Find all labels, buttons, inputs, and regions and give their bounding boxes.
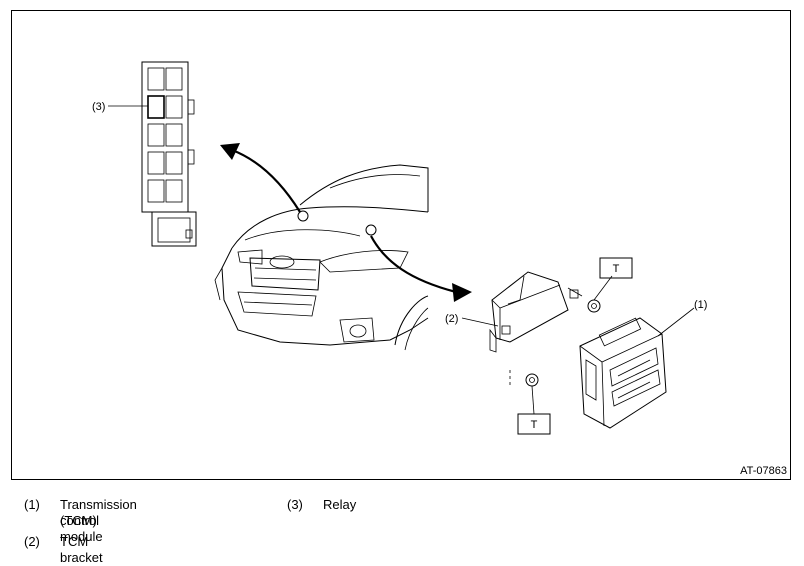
legend-text: Transmission control module [60,497,137,544]
bracket-callout: (2) [445,313,458,325]
tcm-bracket [489,271,583,353]
legend-text-continued: (TCM) [60,513,97,528]
diagram-frame [11,10,791,480]
legend-number: (1) [24,497,40,512]
relay-callout: (3) [92,101,105,113]
diagram-canvas: (3) [92,61,787,477]
nut-lower [525,373,539,387]
torque-lower-leader [531,385,535,415]
bracket-leader-line [461,317,499,327]
tcm-module [579,317,667,429]
nut-upper [587,299,601,313]
tcm-callout: (1) [694,299,707,311]
torque-box-lower [517,413,551,435]
arrow-to-tcm [370,235,457,294]
relay-block [141,61,197,247]
legend-number: (2) [24,534,40,549]
tcm-leader-line [657,307,695,337]
legend-text: Relay [323,497,357,512]
drawing-code: AT-07863 [740,465,787,477]
arrow-to-relay-head [220,143,240,160]
torque-upper-leader [593,275,613,301]
torque-box-upper [599,257,633,279]
torque-label-lower: T [531,419,538,431]
arrow-to-relay [231,148,301,213]
vehicle-front [214,164,429,351]
torque-label-upper: T [613,263,620,275]
legend-text: TCM bracket [60,534,103,565]
arrow-to-tcm-head [452,283,472,302]
legend-number: (3) [287,497,303,512]
